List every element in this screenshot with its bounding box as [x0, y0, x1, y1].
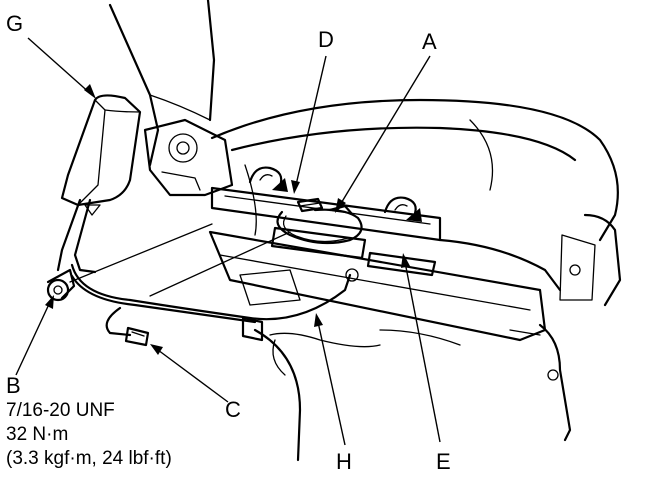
seat-belt-buckle: [56, 94, 142, 274]
spec-thread: 7/16-20 UNF: [6, 400, 115, 421]
callout-c: C: [225, 397, 241, 422]
connector-d: [296, 197, 324, 213]
callout-e: E: [436, 449, 451, 474]
wire-harness: [276, 204, 363, 282]
buckle-cable: [70, 263, 352, 342]
callout-a: A: [422, 29, 437, 54]
seat-side-frame-right: [509, 213, 622, 442]
rotation-arrow-left: [248, 166, 288, 192]
callout-g: G: [6, 11, 24, 36]
callout-h: H: [336, 449, 352, 474]
rotation-arrow-right: [383, 196, 422, 222]
floor-outline: [253, 328, 461, 462]
spec-torque-nm: 32 N·m: [6, 424, 69, 445]
spec-torque-alt: (3.3 kgf·m, 24 lbf·ft): [6, 448, 172, 469]
mount-bolt-b: [46, 268, 76, 302]
callout-d: D: [318, 27, 334, 52]
callout-b: B: [6, 373, 21, 398]
seat-back: [108, 0, 234, 197]
seat-cushion: [210, 98, 619, 242]
leader-lines: [15, 37, 441, 446]
connector-c: [105, 306, 150, 347]
